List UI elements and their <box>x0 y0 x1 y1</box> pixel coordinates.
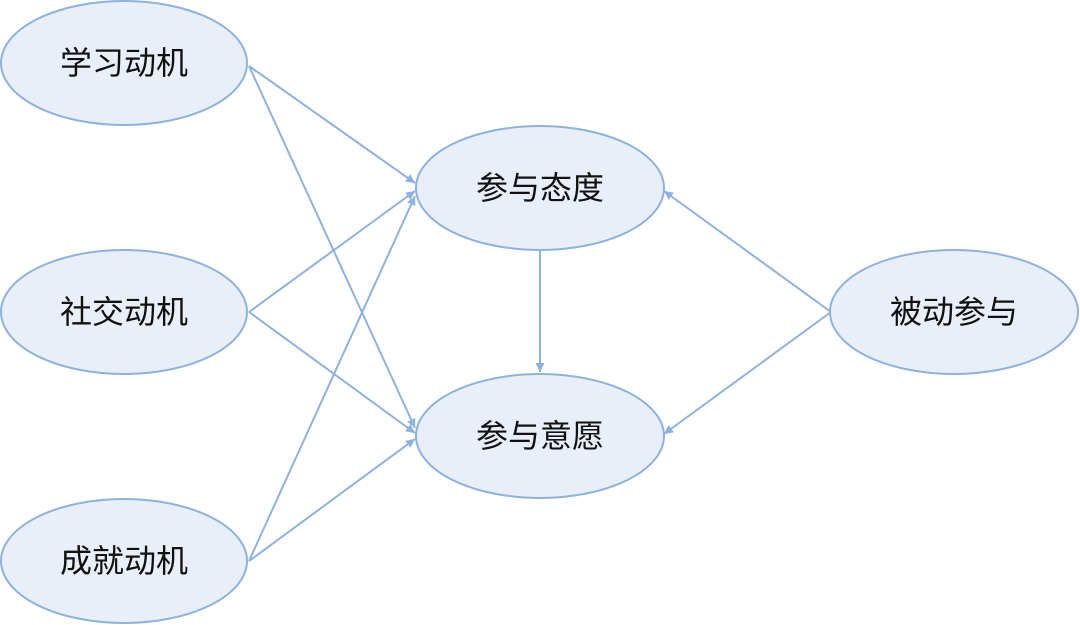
node-learning: 学习动机 <box>0 0 248 126</box>
node-learning-ellipse <box>0 0 248 126</box>
node-willingness-label: 参与意愿 <box>476 417 604 455</box>
node-achievement: 成就动机 <box>0 498 248 624</box>
node-social: 社交动机 <box>0 249 248 375</box>
node-achievement-label: 成就动机 <box>60 542 188 580</box>
edges-layer <box>248 65 832 562</box>
node-passive-ellipse <box>829 249 1079 375</box>
node-passive-label: 被动参与 <box>890 293 1018 331</box>
node-willingness: 参与意愿 <box>415 373 665 499</box>
node-passive: 被动参与 <box>829 249 1079 375</box>
edge-achievement-to-willingness <box>248 438 416 562</box>
node-willingness-ellipse <box>415 373 665 499</box>
edge-learning-to-willingness <box>248 65 416 429</box>
edge-passive-to-attitude <box>663 190 832 313</box>
node-social-label: 社交动机 <box>60 293 188 331</box>
edge-achievement-to-attitude <box>248 195 416 562</box>
node-attitude: 参与态度 <box>415 125 665 251</box>
edge-social-to-attitude <box>248 190 416 313</box>
edge-learning-to-attitude <box>248 65 416 184</box>
node-attitude-ellipse <box>415 125 665 251</box>
edge-passive-to-willingness <box>663 311 832 435</box>
node-attitude-label: 参与态度 <box>476 169 604 207</box>
node-social-ellipse <box>0 249 248 375</box>
node-learning-label: 学习动机 <box>60 44 188 82</box>
edge-social-to-willingness <box>248 311 416 434</box>
node-achievement-ellipse <box>0 498 248 624</box>
